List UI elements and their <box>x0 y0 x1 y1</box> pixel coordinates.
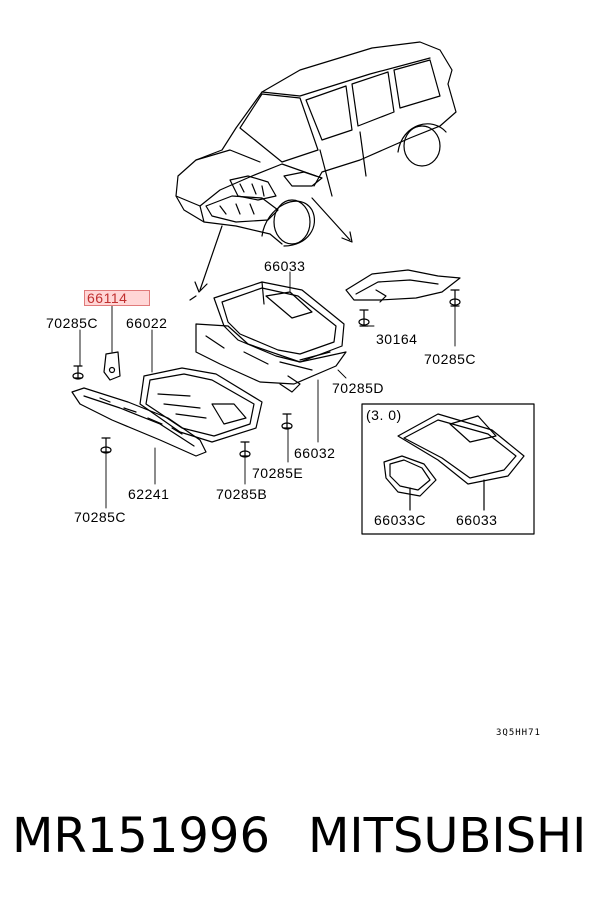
variant-inset <box>361 403 535 535</box>
label-70285d[interactable]: 70285D <box>332 380 385 396</box>
label-70285c-right[interactable]: 70285C <box>424 351 477 367</box>
brand-name: MITSUBISHI <box>308 808 587 864</box>
label-66022[interactable]: 66022 <box>126 315 168 331</box>
figure-reference: 3Q5HH71 <box>496 728 541 738</box>
label-70285c-bottom[interactable]: 70285C <box>74 509 127 525</box>
part-30164-guard <box>345 269 461 303</box>
label-66033-top[interactable]: 66033 <box>264 258 306 274</box>
label-62241[interactable]: 62241 <box>128 486 170 502</box>
bolts <box>72 289 461 458</box>
label-70285e[interactable]: 70285E <box>252 465 304 481</box>
part-66032-cover <box>195 323 347 393</box>
label-66033c[interactable]: 66033C <box>374 512 427 528</box>
vehicle-illustration <box>175 41 457 247</box>
leader-lines <box>79 271 456 509</box>
label-66033-inset[interactable]: 66033 <box>456 512 498 528</box>
label-70285c-left[interactable]: 70285C <box>46 315 99 331</box>
label-66032[interactable]: 66032 <box>294 445 336 461</box>
part-62241-plate <box>71 387 207 457</box>
part-66022-cover <box>139 367 263 443</box>
part-66114-bracket <box>103 351 121 381</box>
pointer-arrows <box>189 197 353 301</box>
inset-variant-label: (3. 0) <box>366 407 402 423</box>
highlight-box <box>84 290 150 306</box>
label-30164[interactable]: 30164 <box>376 331 418 347</box>
part-number: MR151996 <box>12 808 270 864</box>
label-66114[interactable]: 66114 <box>87 290 128 306</box>
label-70285b[interactable]: 70285B <box>216 486 268 502</box>
part-66033-cover <box>213 281 345 363</box>
